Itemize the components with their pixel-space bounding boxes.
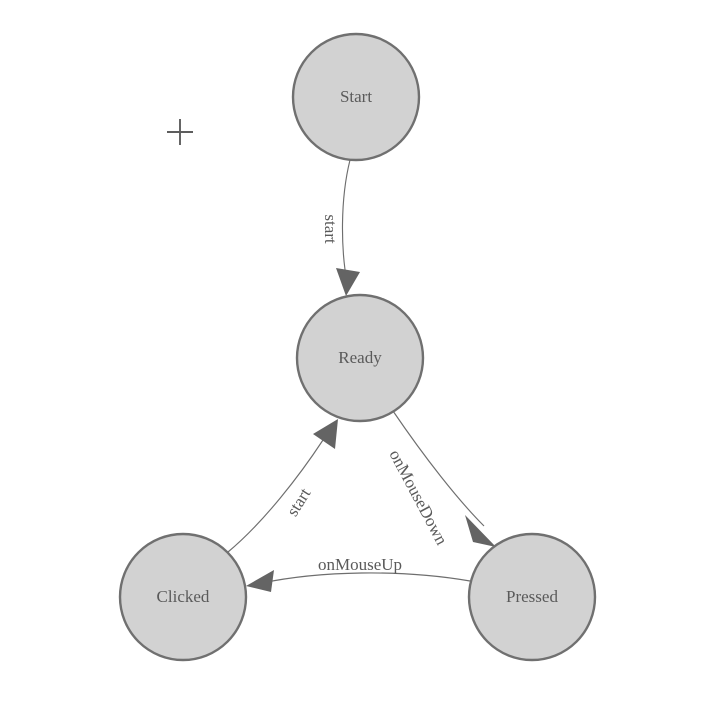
- edge-clicked-to-ready[interactable]: start: [227, 419, 338, 553]
- edge-label-ready-pressed: onMouseDown: [385, 447, 451, 549]
- node-start-label: Start: [340, 87, 372, 106]
- node-pressed-circle[interactable]: [467, 532, 597, 662]
- edge-path-ready-pressed: [392, 410, 485, 527]
- node-start-circle[interactable]: [291, 32, 421, 162]
- edge-path-pressed-clicked: [261, 572, 471, 584]
- edge-pressed-to-clicked[interactable]: onMouseUp: [246, 555, 471, 592]
- edge-path-start-ready: [341, 159, 351, 283]
- node-pressed[interactable]: Pressed: [467, 532, 597, 662]
- node-clicked-label: Clicked: [157, 587, 210, 606]
- arrowhead-ready-pressed: [465, 515, 496, 547]
- node-clicked[interactable]: Clicked: [118, 532, 248, 662]
- edge-path-clicked-ready: [227, 439, 324, 553]
- node-pressed-label: Pressed: [506, 587, 558, 606]
- arrowhead-clicked-ready: [313, 419, 338, 449]
- edge-label-pressed-clicked: onMouseUp: [318, 555, 402, 574]
- edge-start-to-ready[interactable]: start: [321, 159, 360, 296]
- arrowhead-pressed-clicked: [246, 570, 274, 592]
- node-start[interactable]: Start: [291, 32, 421, 162]
- edge-label-start-ready: start: [321, 214, 340, 244]
- plus-marker-icon[interactable]: [167, 119, 193, 145]
- node-ready-label: Ready: [338, 348, 382, 367]
- node-ready-circle[interactable]: [295, 293, 425, 423]
- node-ready[interactable]: Ready: [295, 293, 425, 423]
- node-clicked-circle[interactable]: [118, 532, 248, 662]
- arrowhead-start-ready: [336, 268, 360, 296]
- edge-ready-to-pressed[interactable]: onMouseDown: [385, 410, 496, 549]
